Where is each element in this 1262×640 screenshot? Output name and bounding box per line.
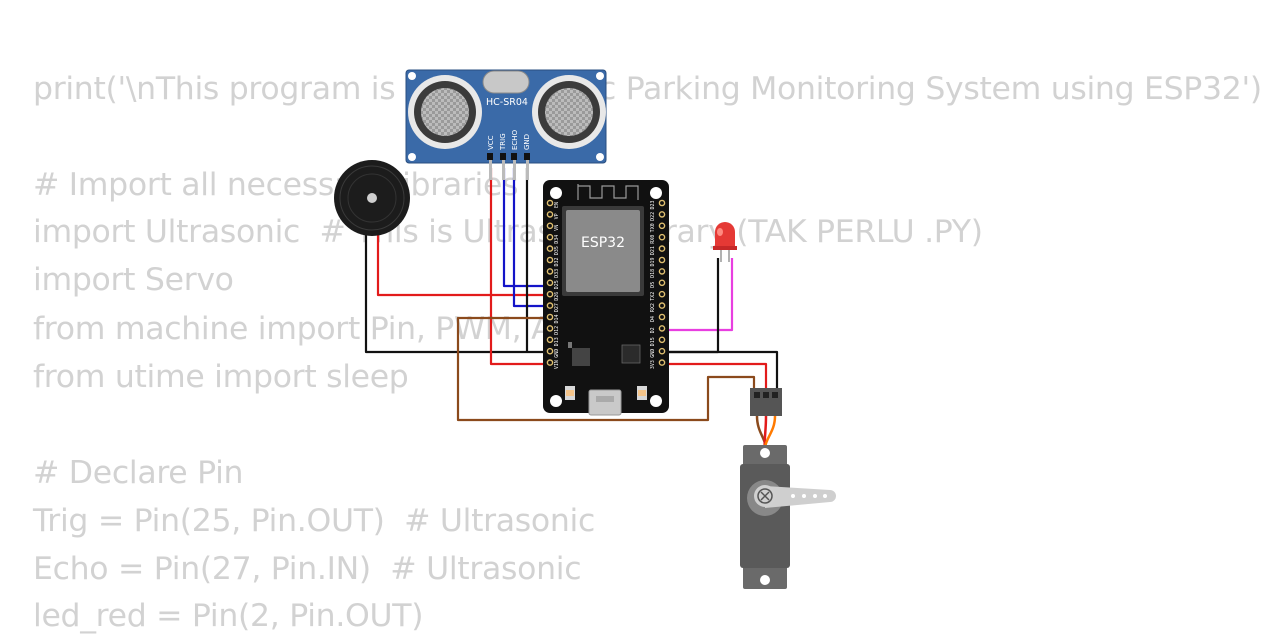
wire-sensor-vcc[interactable]: [489, 168, 550, 366]
header-pin-right-d22[interactable]: [658, 211, 666, 218]
wire-servo-vcc[interactable]: [663, 362, 768, 392]
wire-buzzer-red[interactable]: [376, 230, 550, 297]
circuit-diagram: HC-SR04 VCC TRIG ECHO GND ESP32: [334, 69, 836, 589]
sensor-label: HC-SR04: [486, 97, 528, 108]
code-line: from utime import sleep: [33, 359, 409, 395]
pin-label: RX0: [650, 235, 656, 244]
header-pin-right-tx0[interactable]: [658, 222, 666, 230]
pin-label: D32: [554, 257, 560, 266]
header-pin-left-en[interactable]: [546, 199, 554, 207]
code-line: import Servo: [33, 262, 234, 298]
header-pin-right-d2[interactable]: [658, 325, 666, 332]
pin-label: D2: [650, 327, 656, 333]
header-pin-left-d12[interactable]: [546, 325, 554, 332]
code-line: import Ultrasonic # This is Ultrasonic l…: [33, 214, 983, 250]
pin-label: D14: [554, 314, 560, 323]
pin-label: EN: [554, 202, 560, 208]
code-line: Echo = Pin(27, Pin.IN) # Ultrasonic: [33, 551, 582, 587]
header-pin-right-3v3[interactable]: [658, 359, 666, 366]
pin-label: VN: [554, 225, 560, 231]
ultrasonic-sensor[interactable]: HC-SR04 VCC TRIG ECHO GND: [405, 69, 607, 180]
header-pin-left-vn[interactable]: [546, 222, 554, 230]
pin-label: D21: [650, 246, 656, 255]
code-line: Trig = Pin(25, Pin.OUT) # Ultrasonic: [33, 503, 596, 539]
pin-label: D26: [554, 292, 560, 301]
header-pin-left-d35[interactable]: [546, 245, 554, 252]
esp32-board[interactable]: ESP32 ENVPVND34D35D32D33D25D26D27D14D12D…: [543, 180, 669, 416]
wire-led-signal[interactable]: [663, 258, 734, 332]
pin-label: D22: [650, 212, 656, 221]
pin-label: VP: [554, 213, 560, 219]
pin-label: 3V3: [650, 360, 656, 369]
header-pin-right-rx0[interactable]: [658, 233, 666, 241]
wire-servo-signal[interactable]: [456, 316, 756, 422]
pin-label: D35: [554, 246, 560, 255]
code-line: # Declare Pin: [33, 455, 244, 491]
header-pin-right-d18[interactable]: [658, 268, 666, 275]
wire-sensor-trig[interactable]: [502, 168, 550, 288]
header-pin-left-vp[interactable]: [546, 211, 554, 218]
header-pin-right-tx2[interactable]: [658, 290, 666, 298]
pin-label: D33: [554, 269, 560, 278]
pin-label: D18: [650, 269, 656, 278]
header-pin-right-d15[interactable]: [658, 336, 666, 344]
servo-motor[interactable]: [740, 388, 836, 589]
header-pin-right-d23[interactable]: [658, 199, 666, 207]
header-pin-left-vin[interactable]: [546, 359, 554, 366]
pin-label: VIN: [554, 360, 560, 369]
wires: [364, 168, 779, 422]
pin-label: TX2: [650, 292, 656, 301]
pin-label: D27: [554, 303, 560, 312]
pin-label: D5: [650, 282, 656, 288]
pin-label: TX0: [650, 223, 656, 232]
buzzer[interactable]: [334, 160, 410, 236]
sensor-pin-gnd: GND: [523, 134, 531, 150]
wire-led-gnd[interactable]: [663, 258, 720, 354]
pin-label: D13: [554, 337, 560, 346]
wire-buzzer-gnd[interactable]: [364, 228, 550, 354]
led-red[interactable]: [713, 222, 737, 262]
header-pin-left-d27[interactable]: [546, 302, 554, 309]
code-line: led_red = Pin(2, Pin.OUT): [33, 598, 424, 634]
header-pin-right-d19[interactable]: [658, 256, 666, 264]
header-pin-right-gnd[interactable]: [658, 347, 666, 355]
header-pin-left-d34[interactable]: [546, 233, 554, 241]
header-pin-left-d26[interactable]: [546, 290, 554, 298]
pin-label: GND: [650, 349, 656, 358]
pin-label: D4: [650, 316, 656, 322]
wire-servo-gnd[interactable]: [663, 350, 779, 392]
header-pin-right-d5[interactable]: [658, 279, 666, 287]
sensor-pin-trig: TRIG: [499, 133, 507, 151]
pin-label: D23: [650, 200, 656, 209]
pin-label: GND: [554, 349, 560, 358]
pin-label: D15: [650, 337, 656, 346]
wire-sensor-echo[interactable]: [512, 168, 550, 308]
board-label: ESP32: [581, 235, 625, 251]
header-pin-right-d4[interactable]: [658, 313, 666, 321]
header-pin-left-d33[interactable]: [546, 268, 554, 275]
sensor-pin-echo: ECHO: [511, 129, 519, 150]
pin-label: D34: [554, 235, 560, 244]
header-pin-left-d25[interactable]: [546, 279, 554, 287]
header-pin-right-d21[interactable]: [658, 245, 666, 252]
pin-label: RX2: [650, 303, 656, 312]
header-pin-left-d14[interactable]: [546, 313, 554, 321]
header-pin-left-gnd[interactable]: [546, 347, 554, 355]
header-pin-left-d32[interactable]: [546, 256, 554, 264]
sensor-pin-vcc: VCC: [487, 135, 495, 150]
header-pin-left-d13[interactable]: [546, 336, 554, 344]
pin-label: D25: [554, 280, 560, 289]
pin-label: D19: [650, 257, 656, 266]
header-pin-right-rx2[interactable]: [658, 302, 666, 309]
pin-label: D12: [554, 326, 560, 335]
